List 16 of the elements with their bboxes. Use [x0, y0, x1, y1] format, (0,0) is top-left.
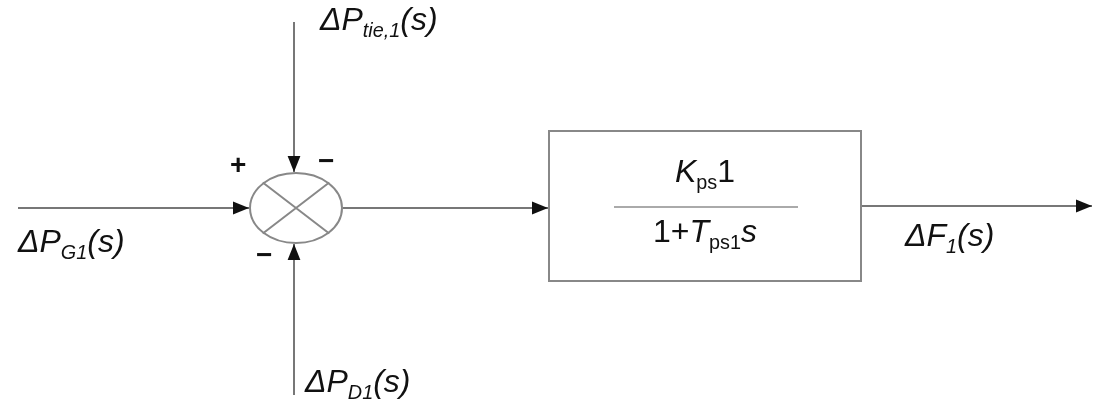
sign-label: − [256, 240, 273, 271]
sign-label: − [318, 146, 335, 177]
arrow [287, 21, 301, 173]
arrow [342, 201, 549, 215]
signal-label: ΔP$_{D1}$(s) [305, 364, 411, 405]
summing-junction [249, 172, 343, 244]
signal-label: ΔP$_{tie,1}$(s) [320, 2, 438, 43]
signal-label: ΔF$_{1}$(s) [905, 218, 995, 259]
numerator-text: K$_{ps}$1 [674, 154, 736, 195]
transfer-function-block [548, 130, 862, 282]
arrow [17, 201, 250, 215]
arrow [287, 243, 301, 396]
arrow [861, 199, 1093, 213]
signal-label: ΔP$_{G1}$(s) [18, 224, 125, 265]
denominator-text: 1+T$_{ps1}$s [653, 214, 757, 255]
sign-label: + [230, 150, 247, 181]
